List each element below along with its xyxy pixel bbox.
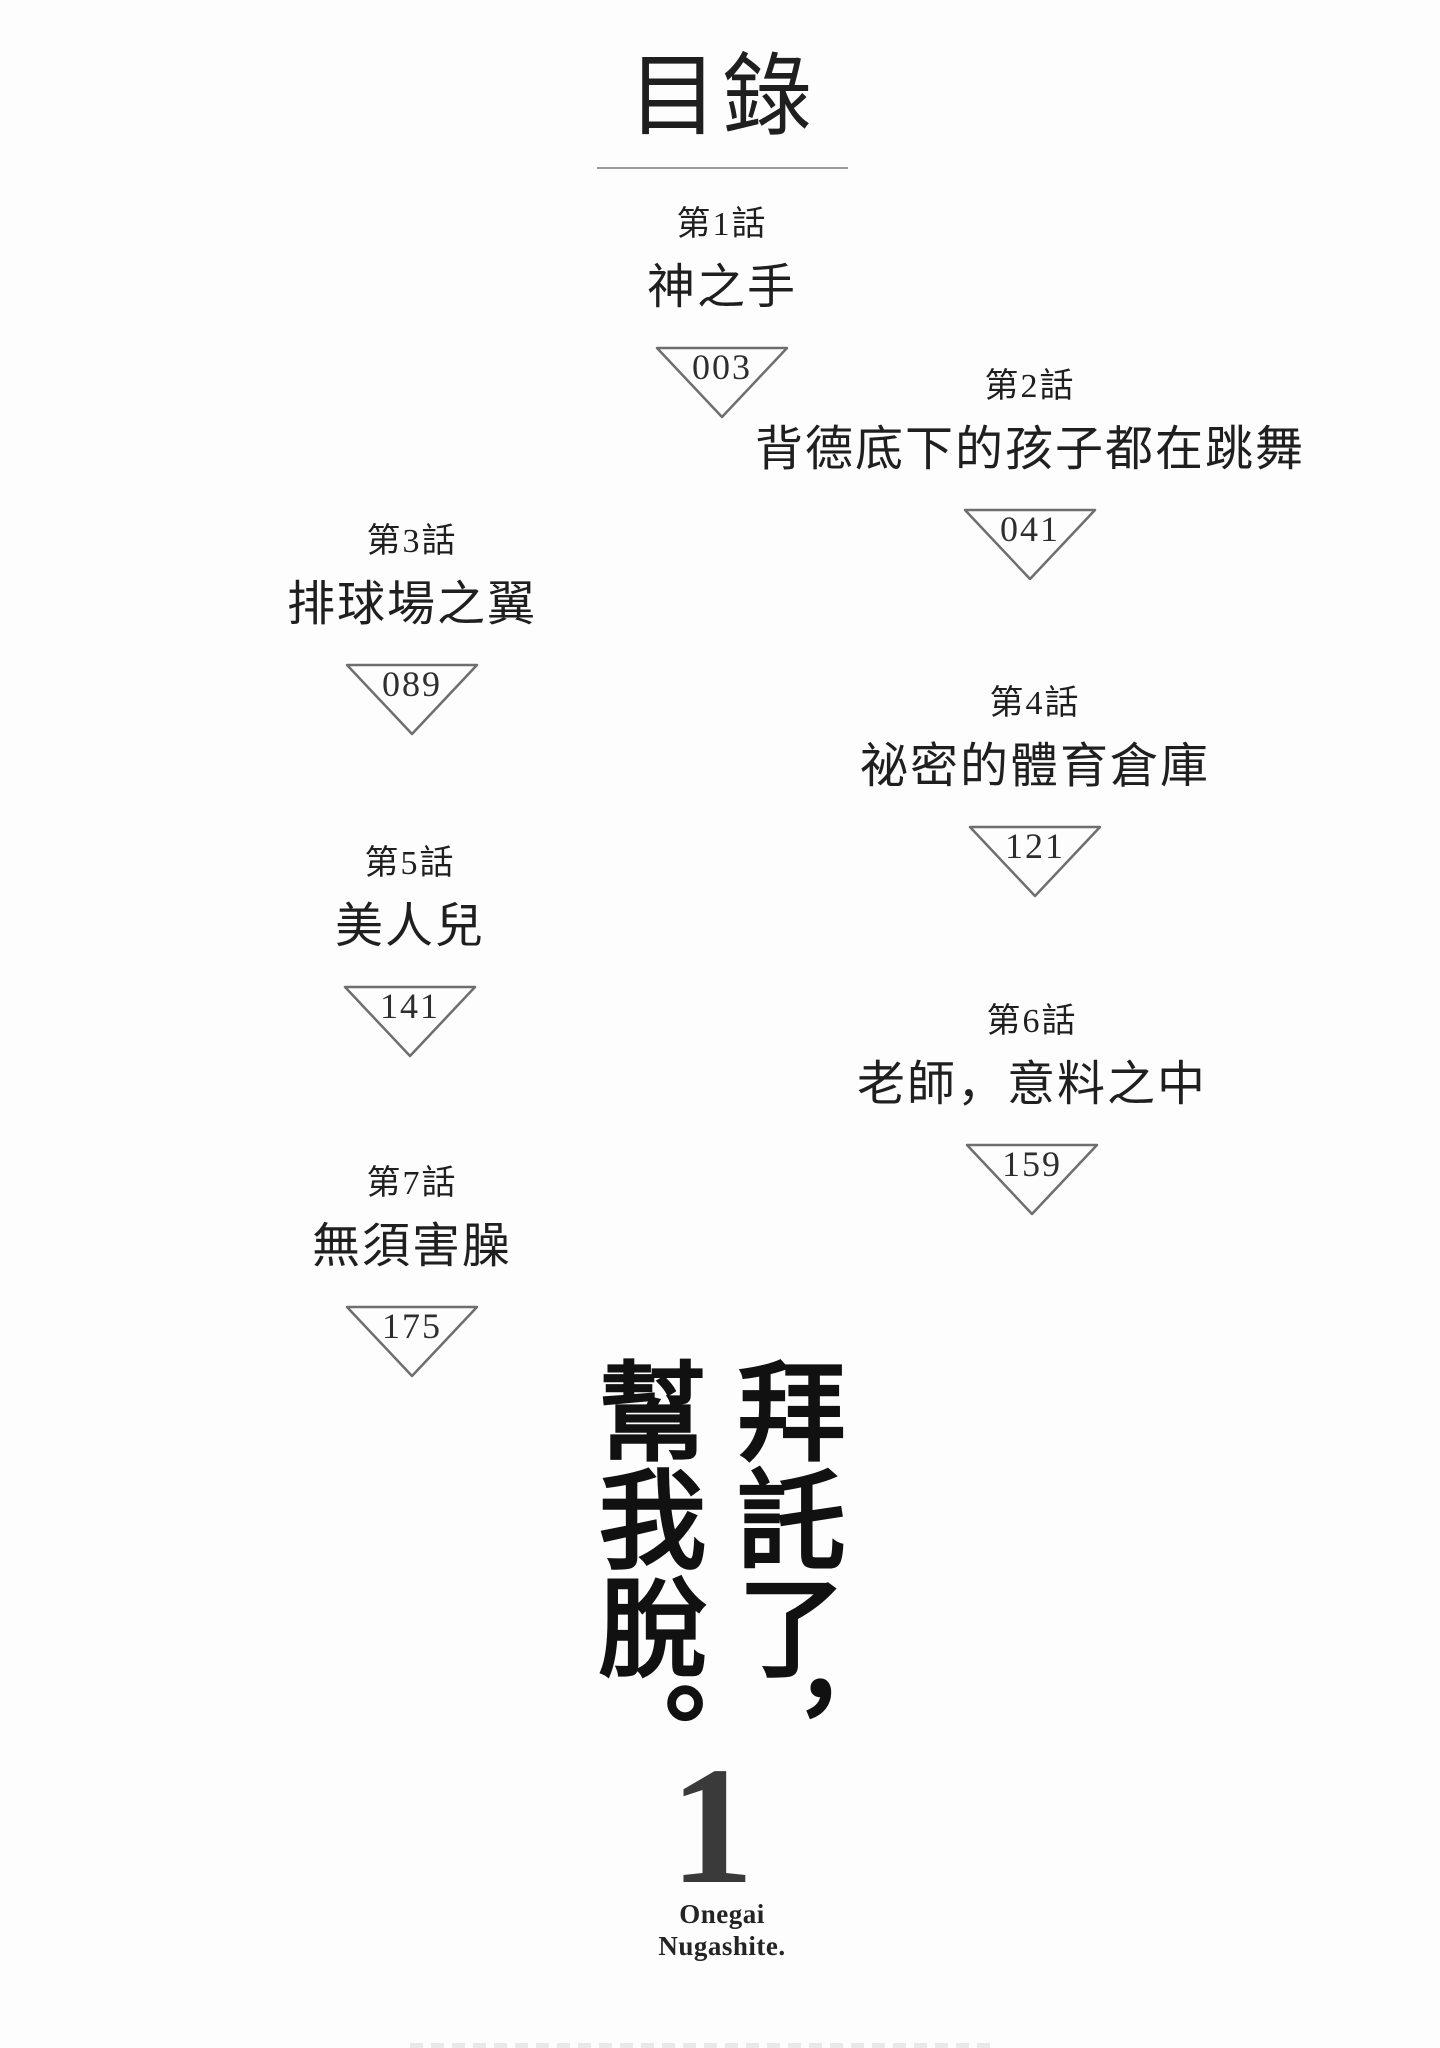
page-number-marker: 089: [342, 659, 482, 739]
page-number: 175: [382, 1306, 442, 1347]
chapter-title: 祕密的體育倉庫: [859, 739, 1210, 793]
chapter-label: 第5話: [364, 845, 456, 882]
down-triangle-icon: [655, 347, 789, 419]
chapter-label: 第2話: [984, 368, 1076, 405]
series-title-vertical: 拜託了， 幫我脫。: [572, 1356, 851, 1798]
down-triangle-icon: [345, 664, 479, 736]
volume-number: 1: [670, 1733, 754, 1919]
down-triangle-icon: [968, 826, 1102, 898]
page-number: 159: [1002, 1144, 1062, 1185]
toc-entry-chapter-5: 第5話 美人兒 141: [130, 844, 690, 1061]
chapter-label: 第7話: [366, 1165, 458, 1202]
chapter-label: 第6話: [986, 1003, 1078, 1040]
page-number-marker: 003: [652, 342, 792, 422]
romaji-line-2: Nugashite.: [658, 1930, 786, 1961]
chapter-label: 第3話: [366, 523, 458, 560]
toc-entry-chapter-3: 第3話 排球場之翼 089: [132, 522, 692, 739]
chapter-label: 第4話: [989, 685, 1081, 722]
chapter-title: 排球場之翼: [286, 577, 537, 631]
page-number: 003: [692, 347, 752, 388]
down-triangle-icon: [345, 1306, 479, 1378]
chapter-title: 背德底下的孩子都在跳舞: [754, 422, 1305, 476]
down-triangle-icon: [965, 1144, 1099, 1216]
chapter-title: 無須害臊: [311, 1219, 512, 1273]
series-title-column-right: 拜託了，: [721, 1356, 841, 1788]
cutoff-footer-text: [410, 2043, 995, 2048]
chapter-title: 神之手: [646, 260, 797, 314]
chapter-title: 美人兒: [334, 899, 485, 953]
page-number-marker: 041: [960, 504, 1100, 584]
page-number-marker: 175: [342, 1301, 482, 1381]
page-title: 目錄: [628, 48, 816, 147]
toc-entry-chapter-1: 第1話 神之手 003: [442, 205, 1002, 422]
page-number: 121: [1005, 826, 1065, 867]
page-number: 141: [380, 986, 440, 1027]
down-triangle-icon: [963, 509, 1097, 581]
page-number: 089: [382, 664, 442, 705]
down-triangle-icon: [343, 986, 477, 1058]
title-divider: [597, 167, 848, 169]
page-number: 041: [1000, 509, 1060, 550]
toc-entry-chapter-6: 第6話 老師，意料之中 159: [752, 1002, 1312, 1219]
toc-entry-chapter-4: 第4話 祕密的體育倉庫 121: [755, 684, 1315, 901]
series-title-romaji: Onegai Nugashite.: [442, 1899, 1002, 1963]
page-number-marker: 159: [962, 1139, 1102, 1219]
romaji-line-1: Onegai: [679, 1899, 765, 1929]
page-number-marker: 121: [965, 821, 1105, 901]
series-title-column-left: 幫我脫。: [582, 1356, 702, 1788]
toc-entry-chapter-7: 第7話 無須害臊 175: [132, 1164, 692, 1381]
page-number-marker: 141: [340, 981, 480, 1061]
toc-entry-chapter-2: 第2話 背德底下的孩子都在跳舞 041: [750, 367, 1310, 584]
chapter-title: 老師，意料之中: [856, 1057, 1207, 1111]
chapter-label: 第1話: [676, 206, 768, 243]
